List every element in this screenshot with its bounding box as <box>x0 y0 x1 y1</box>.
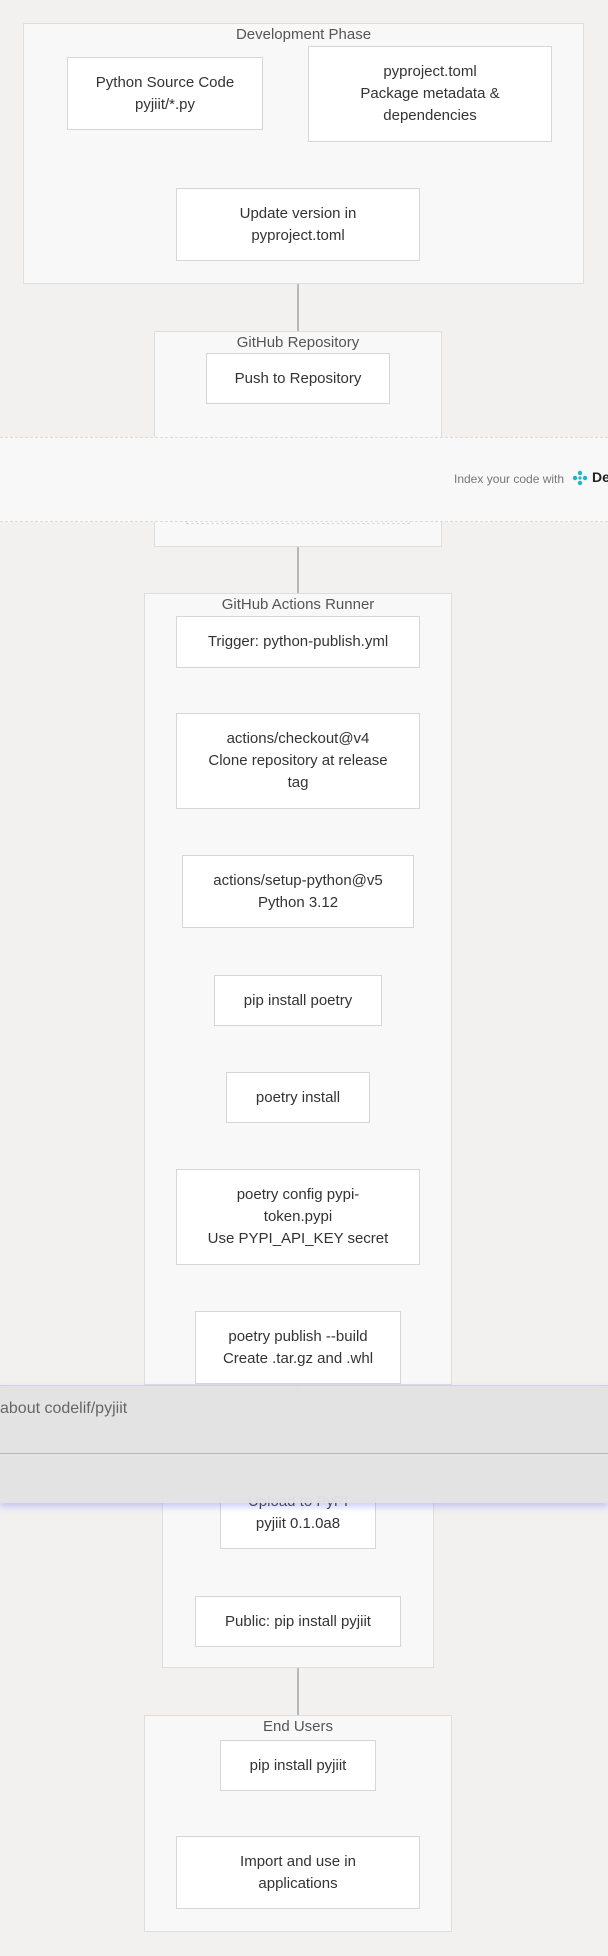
node-line: token.pypi <box>263 1208 333 1225</box>
node-poetry-install: poetry install <box>226 1072 370 1123</box>
node-line: pip install poetry <box>243 991 353 1009</box>
node-checkout: actions/checkout@v4 Clone repository at … <box>176 713 420 809</box>
node-poetry-config: poetry config pypi- token.pypi Use PYPI_… <box>176 1169 420 1265</box>
node-line: Python Source Code <box>95 73 235 91</box>
cluster-title: Development Phase <box>235 26 372 43</box>
node-user-pip-install: pip install pyjiit <box>220 1740 376 1791</box>
node-trigger-workflow: Trigger: python-publish.yml <box>176 616 420 668</box>
banner-brand[interactable]: De <box>592 469 608 485</box>
ask-bar-text[interactable]: about codelif/pyjiit <box>0 1400 128 1417</box>
node-line: poetry config pypi- <box>236 1186 360 1203</box>
ask-question-bar[interactable] <box>0 1385 608 1503</box>
cluster-title: GitHub Actions Runner <box>221 596 375 613</box>
cluster-title: GitHub Repository <box>236 334 360 351</box>
node-line: Clone repository at release <box>208 752 388 769</box>
node-python-source-code: Python Source Code pyjiit/*.py <box>67 57 263 130</box>
node-poetry-publish: poetry publish --build Create .tar.gz an… <box>195 1311 401 1384</box>
node-line: Trigger: python-publish.yml <box>207 633 389 650</box>
node-line: Python 3.12 <box>257 893 339 911</box>
devin-logo-icon <box>572 470 588 486</box>
node-public-pip-install: Public: pip install pyjiit <box>195 1596 401 1647</box>
node-line: pyproject.toml <box>251 226 345 244</box>
node-line: Push to Repository <box>234 369 362 387</box>
node-line: Public: pip install pyjiit <box>225 1612 371 1630</box>
node-line: pyproject.toml <box>383 63 477 80</box>
banner-text: Index your code with <box>454 472 565 486</box>
ask-bar-divider <box>0 1453 608 1454</box>
index-code-banner[interactable] <box>0 437 608 522</box>
node-line: poetry install <box>255 1088 341 1106</box>
node-line: actions/checkout@v4 <box>226 730 370 747</box>
node-line: tag <box>287 774 309 791</box>
node-update-version: Update version in pyproject.toml <box>176 188 420 261</box>
node-line: pip install pyjiit <box>249 1756 347 1774</box>
node-line: Create .tar.gz and .whl <box>222 1349 374 1367</box>
node-line: actions/setup-python@v5 <box>213 871 383 889</box>
node-line: Import and use in <box>240 1852 356 1870</box>
node-push-to-repository: Push to Repository <box>206 353 390 404</box>
node-setup-python: actions/setup-python@v5 Python 3.12 <box>182 855 414 928</box>
node-line: dependencies <box>383 107 477 124</box>
node-import-and-use: Import and use in applications <box>176 1836 420 1909</box>
node-line: Package metadata & <box>360 85 500 102</box>
cluster-title: End Users <box>262 1718 334 1735</box>
node-line: Update version in <box>239 204 357 222</box>
node-line: pyjiit 0.1.0a8 <box>255 1514 341 1532</box>
node-line: Use PYPI_API_KEY secret <box>207 1230 389 1247</box>
node-pyproject-toml: pyproject.toml Package metadata & depend… <box>308 46 552 142</box>
node-line: poetry publish --build <box>228 1327 368 1345</box>
node-pip-install-poetry: pip install poetry <box>214 975 382 1026</box>
node-line: pyjiit/*.py <box>134 95 196 113</box>
node-line: applications <box>258 1874 338 1892</box>
